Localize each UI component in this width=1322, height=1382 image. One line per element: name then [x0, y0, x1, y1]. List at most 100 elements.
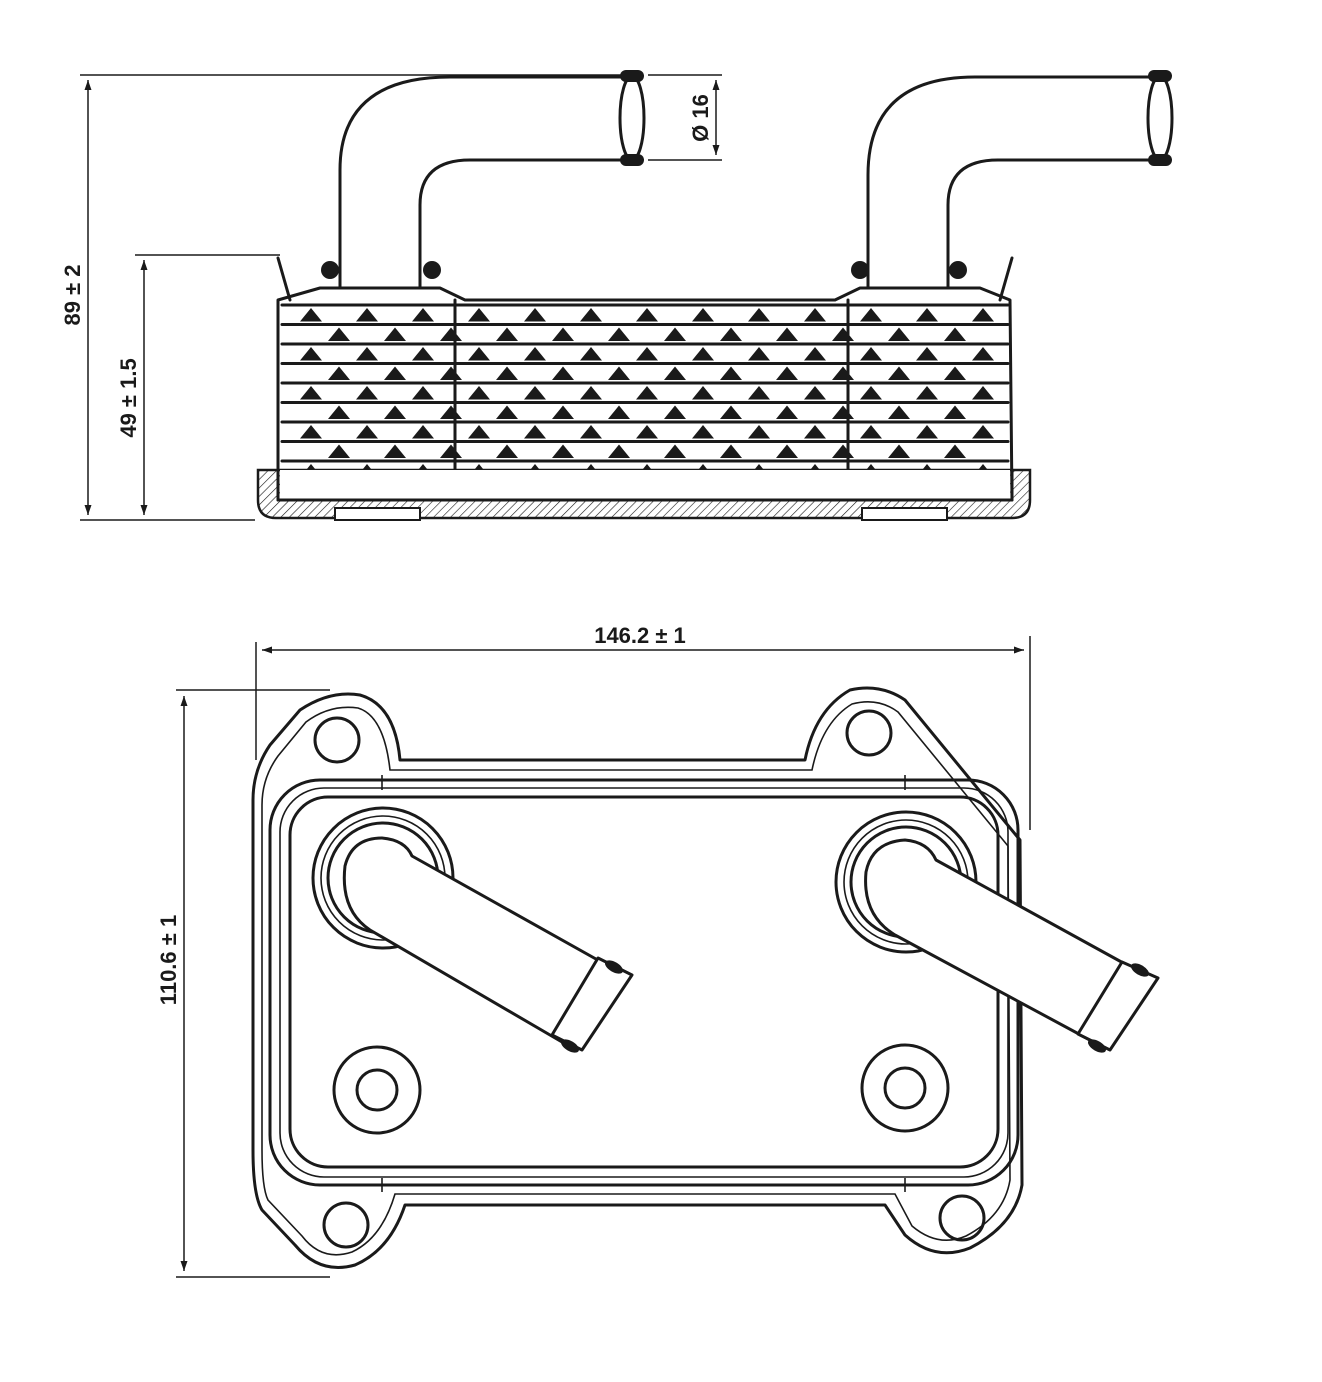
left-port-pipe: [311, 806, 634, 1053]
fin-triangle: [552, 444, 574, 458]
fin-triangle: [692, 347, 714, 361]
fin-triangle: [944, 366, 966, 380]
fin-triangle: [608, 366, 630, 380]
fin-triangle: [860, 386, 882, 400]
fin-triangle: [356, 425, 378, 439]
right-outlet-pipe: [851, 70, 1174, 294]
base-plate: [256, 468, 1032, 521]
fin-triangle: [636, 308, 658, 322]
left-inlet-pipe: [321, 70, 646, 294]
fin-triangle: [328, 444, 350, 458]
bolt-boss-left: [332, 1045, 422, 1135]
fin-triangle: [748, 425, 770, 439]
right-port-pipe: [834, 810, 1160, 1053]
fin-triangle: [888, 405, 910, 419]
fin-triangle: [664, 327, 686, 341]
fin-triangle: [804, 308, 826, 322]
width-label: 146.2 ± 1: [594, 623, 686, 648]
fin-triangle: [552, 366, 574, 380]
fin-triangle: [916, 386, 938, 400]
depth-label: 110.6 ± 1: [156, 915, 181, 1005]
fin-triangle: [468, 425, 490, 439]
fin-triangle: [720, 366, 742, 380]
fin-triangle: [524, 386, 546, 400]
fin-triangle: [412, 425, 434, 439]
fin-triangle: [916, 347, 938, 361]
fin-triangle: [636, 347, 658, 361]
fin-triangle: [524, 425, 546, 439]
fin-triangle: [580, 347, 602, 361]
fin-triangle: [776, 327, 798, 341]
fin-triangle: [300, 347, 322, 361]
fin-triangle: [636, 425, 658, 439]
fin-triangle: [384, 405, 406, 419]
fin-triangle: [384, 366, 406, 380]
fin-triangle: [804, 425, 826, 439]
fin-triangle: [552, 327, 574, 341]
fin-triangle: [412, 386, 434, 400]
mounting-hole-bottom-left: [322, 1201, 370, 1249]
pipe-diameter-label: Ø 16: [688, 94, 713, 142]
fin-triangle: [664, 444, 686, 458]
fin-triangle: [916, 308, 938, 322]
fin-triangle: [328, 327, 350, 341]
fin-triangle: [720, 327, 742, 341]
fin-triangle: [412, 308, 434, 322]
fin-triangle: [692, 308, 714, 322]
fin-triangle: [356, 386, 378, 400]
fin-triangle: [776, 405, 798, 419]
side-view: 89 ± 2 49 ± 1.5 Ø 16: [60, 70, 1174, 521]
fin-triangle: [552, 405, 574, 419]
fin-triangle: [916, 425, 938, 439]
fin-triangle: [748, 308, 770, 322]
fin-triangle: [580, 425, 602, 439]
fin-triangle: [580, 308, 602, 322]
fin-triangle: [804, 347, 826, 361]
fin-triangle: [972, 308, 994, 322]
fin-triangle: [888, 366, 910, 380]
mounting-hole-top-left: [313, 716, 361, 764]
flange-outline: [251, 686, 1024, 1269]
fin-triangle: [720, 405, 742, 419]
fin-triangle: [356, 308, 378, 322]
fin-triangle: [496, 327, 518, 341]
fin-triangle: [300, 308, 322, 322]
fin-triangle: [860, 347, 882, 361]
total-height-dimension: 89 ± 2: [60, 74, 640, 521]
top-view: 146.2 ± 1 110.6 ± 1: [156, 623, 1160, 1278]
fin-triangle: [524, 308, 546, 322]
fin-triangle: [692, 386, 714, 400]
mounting-hole-top-right: [845, 709, 893, 757]
fin-triangle: [524, 347, 546, 361]
fin-triangle: [860, 425, 882, 439]
fin-triangle: [776, 366, 798, 380]
fin-triangle: [860, 308, 882, 322]
fin-triangle: [888, 327, 910, 341]
fin-triangle: [944, 444, 966, 458]
fin-triangle: [468, 347, 490, 361]
fin-triangle: [944, 405, 966, 419]
fin-triangle: [496, 366, 518, 380]
fin-triangle: [384, 444, 406, 458]
fin-triangle: [804, 386, 826, 400]
fin-triangle: [580, 386, 602, 400]
fin-triangle: [608, 405, 630, 419]
fin-triangle: [496, 444, 518, 458]
fin-triangle: [748, 386, 770, 400]
total-height-label: 89 ± 2: [60, 264, 85, 325]
fin-triangle: [412, 347, 434, 361]
fin-triangle: [944, 327, 966, 341]
fin-triangle: [636, 386, 658, 400]
fin-triangle: [972, 425, 994, 439]
depth-dimension: 110.6 ± 1: [156, 689, 330, 1278]
fin-triangle: [972, 386, 994, 400]
fin-triangle: [328, 366, 350, 380]
fin-triangle: [776, 444, 798, 458]
fin-triangle: [608, 444, 630, 458]
bolt-boss-right: [860, 1043, 950, 1133]
fin-triangle: [384, 327, 406, 341]
fin-triangle: [720, 444, 742, 458]
fin-triangle: [692, 425, 714, 439]
core-height-label: 49 ± 1.5: [116, 358, 141, 437]
